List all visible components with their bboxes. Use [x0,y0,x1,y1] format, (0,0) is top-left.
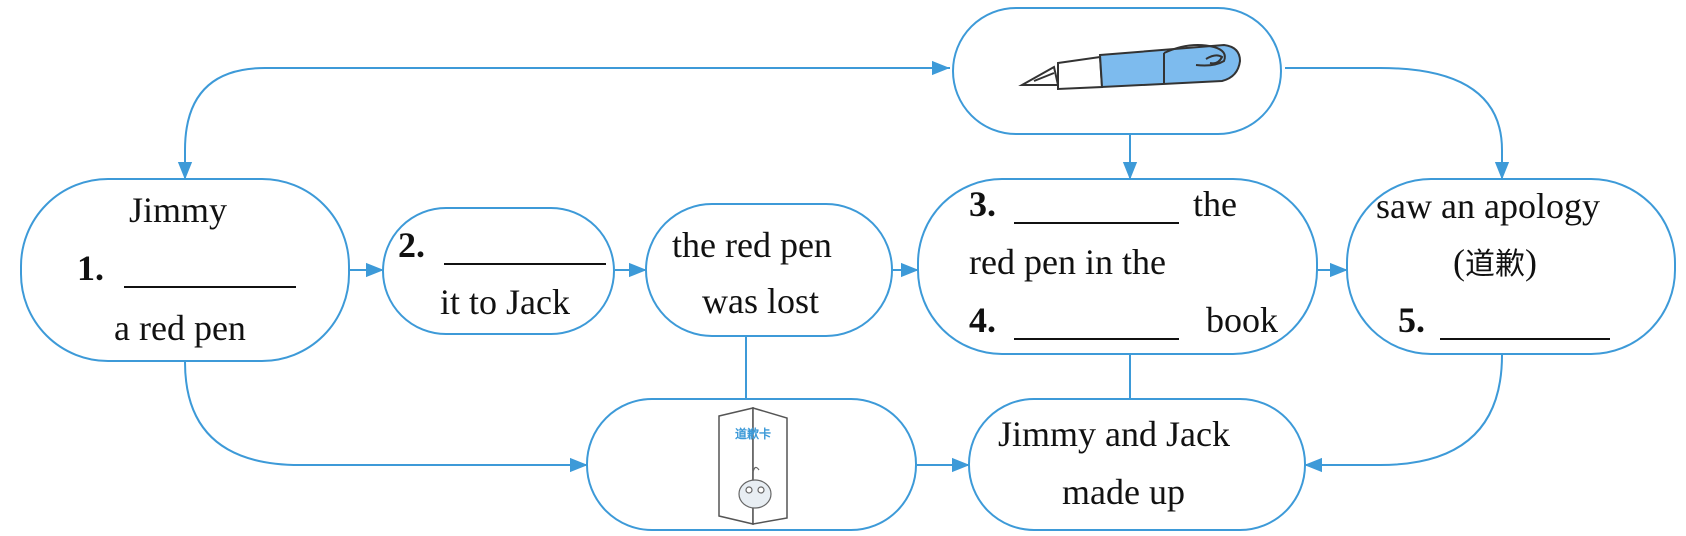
apology-line1: saw an apology [1376,186,1600,226]
card-image-box: 道歉卡 [586,398,917,531]
lost-line1: the red pen [672,225,832,265]
apology-line2: (道歉) [1453,244,1537,280]
answer-blank-2[interactable] [444,261,606,265]
found-after2: book [1206,300,1278,340]
box-apology: saw an apology (道歉) 5. [1346,178,1676,355]
apology-cjk: 道歉 [1465,247,1525,282]
gave-line2: it to Jack [440,282,570,322]
card-text: 道歉卡 [735,426,771,441]
found-after1: the [1193,184,1237,224]
box-found: 3. the red pen in the 4. book [917,178,1318,355]
apology-card-icon: 道歉卡 [718,406,788,525]
jimmy-line3: a red pen [114,308,246,348]
box-jimmy: Jimmy 1. a red pen [20,178,350,362]
answer-blank-4[interactable] [1014,336,1179,340]
box-gave: 2. it to Jack [382,207,615,335]
blank-number-4: 4. [969,300,996,340]
madeup-line2: made up [1062,472,1185,512]
answer-blank-3[interactable] [1014,220,1179,224]
blank-number-3: 3. [969,184,996,224]
fountain-pen-icon [1018,43,1242,91]
blank-number-5: 5. [1398,300,1425,340]
blank-number-1: 1. [77,248,104,288]
arrow-pen-to-jimmy [177,67,950,180]
answer-blank-5[interactable] [1440,336,1610,340]
pen-image-box [952,7,1282,135]
box-made-up: Jimmy and Jack made up [968,398,1306,531]
jimmy-label: Jimmy [129,190,228,230]
found-line2: red pen in the [969,242,1166,282]
answer-blank-1[interactable] [124,284,296,288]
paren-close: ) [1525,242,1537,282]
lost-line2: was lost [702,281,819,321]
arrow-apology-to-madeup [1304,354,1503,473]
blank-number-2: 2. [398,225,425,265]
box-lost: the red pen was lost [645,203,893,337]
arrow-jimmy-to-card [184,361,588,473]
arrow-pen-to-apology [1285,67,1510,180]
madeup-line1: Jimmy and Jack [998,414,1230,454]
paren-open: ( [1453,242,1465,282]
